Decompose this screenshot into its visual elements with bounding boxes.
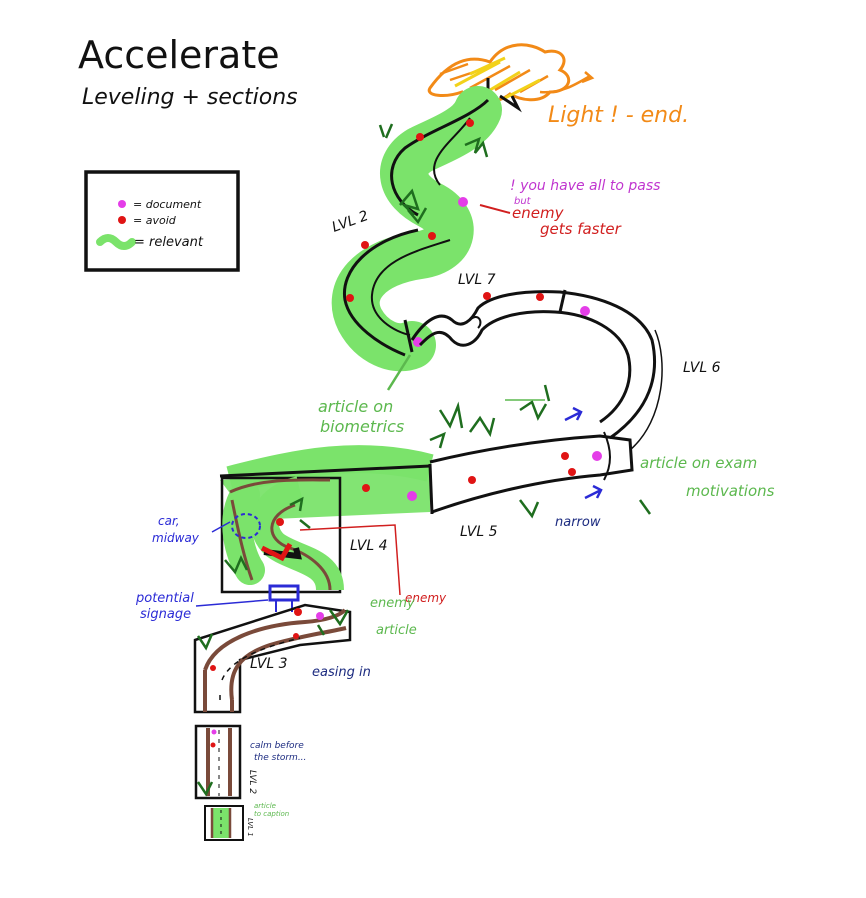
upper-path-items (346, 119, 474, 347)
caption-note-2: to caption (254, 810, 289, 818)
signage-arrow (195, 599, 269, 607)
legend-avoid-label: = avoid (133, 214, 177, 227)
level-1-road (204, 805, 244, 841)
legend-box (84, 170, 240, 272)
car-midway-note-2: midway (152, 531, 200, 545)
direction-arrow (564, 406, 583, 422)
caption-note-1: article (254, 802, 276, 810)
avoid-dot (210, 665, 216, 671)
upper-plants (378, 123, 489, 225)
biometrics-arrow (386, 354, 412, 391)
enemy-note: enemy (405, 591, 447, 605)
avoid-dot (361, 241, 369, 249)
level-2-small-label: LVL 2 (247, 770, 257, 794)
signage-note-2: signage (140, 607, 191, 622)
level-5-plants (429, 384, 652, 519)
enemy-faster-note-1: enemy (512, 204, 565, 222)
avoid-dot (561, 452, 569, 460)
all-to-pass-but: but (514, 196, 532, 207)
avoid-dot (536, 293, 544, 301)
car-midway-arrow (211, 521, 231, 533)
avoid-dot (568, 468, 576, 476)
level-4-plants (224, 496, 311, 575)
enemy-article-note-2: article (376, 623, 417, 638)
enemy-pointer (299, 524, 401, 596)
exam-note-1: article on exam (640, 454, 757, 472)
sketch-subtitle: Leveling + sections (82, 85, 298, 110)
biometrics-note-1: article on (318, 397, 393, 416)
level-2-upper-label: LVL 2 (330, 208, 371, 236)
document-dot (592, 451, 602, 461)
level-7-6-track (403, 289, 663, 451)
level-4-label: LVL 4 (350, 538, 388, 554)
sketch-title: Accelerate (78, 33, 280, 77)
light-end-burst (427, 43, 595, 113)
enemy-faster-arrow (479, 204, 511, 214)
level-7-label: LVL 7 (458, 272, 496, 288)
exam-note-2: motivations (686, 482, 775, 500)
level-2-small-road (194, 724, 242, 800)
document-dot (211, 729, 217, 735)
legend-avoid-dot (118, 216, 126, 224)
avoid-dot (483, 292, 491, 300)
avoid-dot (416, 133, 424, 141)
calm-note-2: the storm... (254, 753, 306, 763)
level-3-label: LVL 3 (250, 656, 288, 672)
level-4-section (220, 476, 344, 594)
level-3-plants (196, 609, 350, 651)
all-to-pass-note: ! you have all to pass (510, 178, 660, 194)
avoid-dot (428, 232, 436, 240)
avoid-dot (468, 476, 476, 484)
avoid-dot (346, 294, 354, 302)
legend: = document = avoid = relevant (84, 170, 240, 272)
signage-box (268, 584, 300, 602)
upper-relevant-path (331, 86, 502, 372)
narrow-arrow (584, 484, 603, 500)
enemy-article-note-1: enemy (370, 596, 415, 611)
legend-relevant-swatch (96, 234, 136, 250)
legend-relevant-label: = relevant (134, 235, 204, 250)
document-dot (316, 612, 324, 620)
car-midway-note-1: car, (158, 514, 180, 528)
level-5-label: LVL 5 (460, 524, 498, 540)
legend-document-dot (118, 200, 126, 208)
avoid-dot (294, 608, 302, 616)
calm-note-1: calm before (250, 741, 304, 751)
level-6-label: LVL 6 (683, 360, 721, 376)
legend-document-label: = document (133, 198, 202, 211)
avoid-dot (210, 742, 216, 748)
document-dot (458, 197, 468, 207)
level-1-label: LVL 1 (246, 818, 254, 837)
signage-note-1: potential (135, 591, 194, 606)
level-3-road (193, 603, 352, 714)
easing-in-note: easing in (312, 665, 371, 680)
narrow-note: narrow (555, 515, 601, 530)
document-dot (407, 491, 417, 501)
document-dot (580, 306, 590, 316)
avoid-dot (466, 119, 474, 127)
avoid-dot (293, 633, 299, 639)
avoid-dot (362, 484, 370, 492)
light-end-note: Light ! - end. (548, 103, 689, 128)
enemy-faster-note-2: gets faster (540, 220, 622, 238)
avoid-dot (276, 518, 284, 526)
biometrics-note-2: biometrics (320, 417, 404, 436)
